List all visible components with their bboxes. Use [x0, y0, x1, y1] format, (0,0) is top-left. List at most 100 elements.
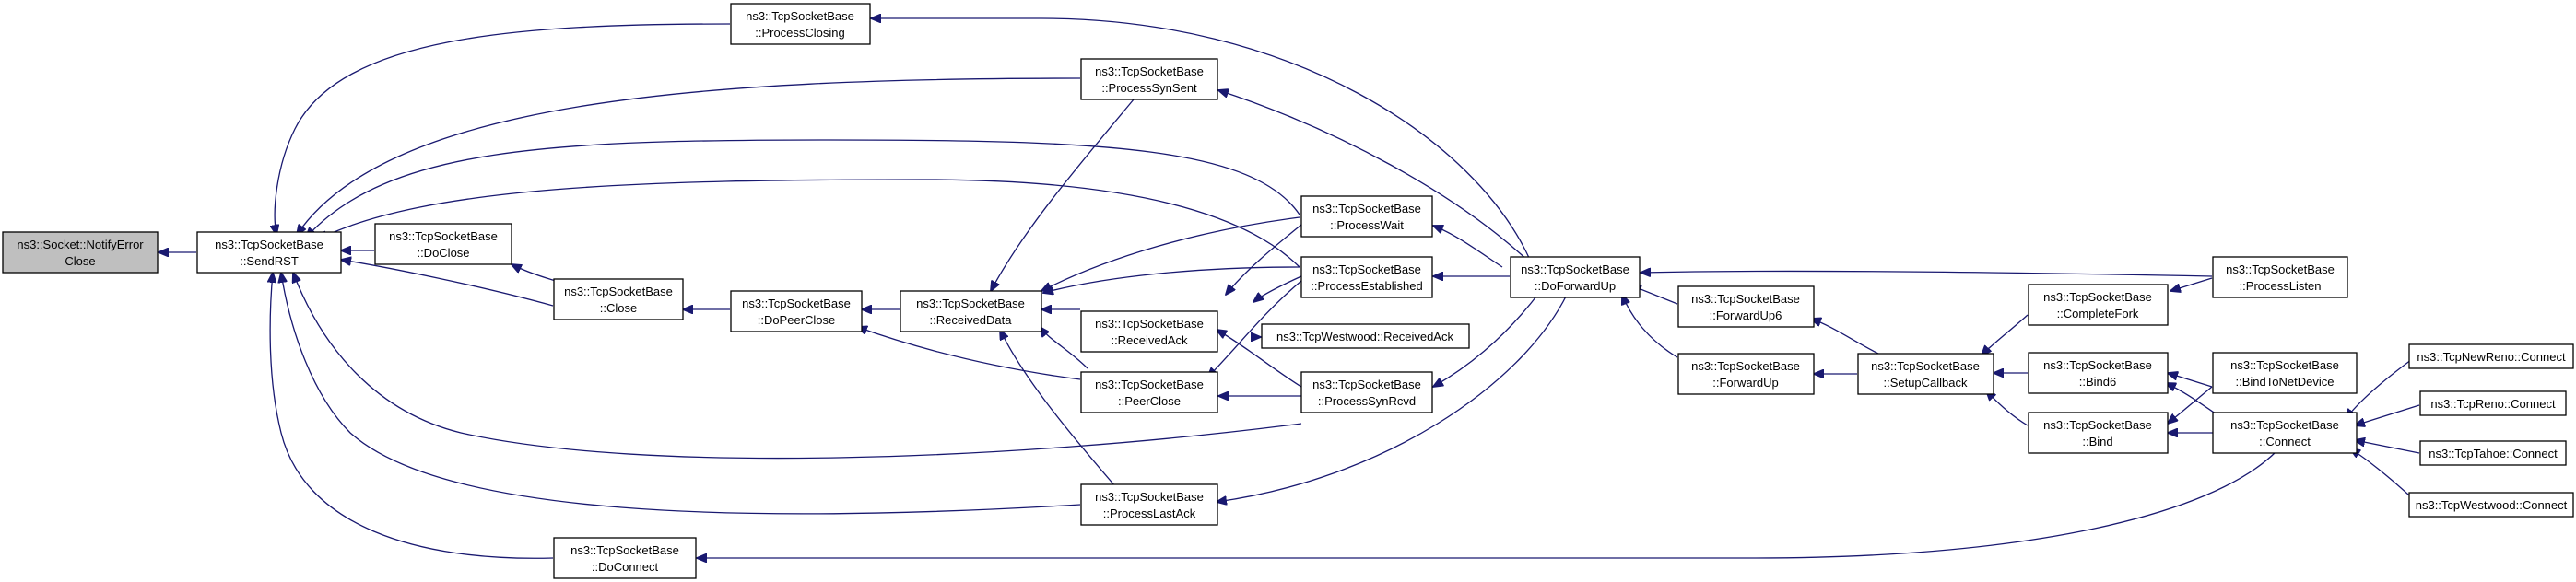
edge-connect-doconnect [697, 450, 2277, 558]
node-fwd6[interactable]: ns3::TcpSocketBase ::ForwardUp6 [1677, 285, 1815, 328]
svg-text:ns3::TcpSocketBase: ns3::TcpSocketBase [2230, 418, 2339, 432]
svg-text:ns3::TcpSocketBase: ns3::TcpSocketBase [1312, 262, 1421, 276]
node-notify[interactable]: ns3::Socket::NotifyError Close [2, 231, 159, 274]
node-reno[interactable]: ns3::TcpReno::Connect [2419, 390, 2567, 416]
svg-text:::SetupCallback: ::SetupCallback [1883, 376, 1968, 390]
edge-psynsent-sendrst [297, 77, 1081, 235]
node-psynrcvd[interactable]: ns3::TcpSocketBase ::ProcessSynRcvd [1300, 371, 1433, 413]
node-pest[interactable]: ns3::TcpSocketBase ::ProcessEstablished [1300, 256, 1433, 298]
node-westconn[interactable]: ns3::TcpWestwood::Connect [2408, 492, 2574, 518]
edge-psynsent-recvdata [991, 99, 1135, 291]
svg-text:::BindToNetDevice: ::BindToNetDevice [2236, 375, 2335, 389]
svg-text:ns3::TcpSocketBase: ns3::TcpSocketBase [1521, 262, 1629, 276]
edge-psynrcvd-recvack [1217, 330, 1302, 388]
node-doclose[interactable]: ns3::TcpSocketBase ::DoClose [374, 223, 512, 265]
svg-text:::DoClose: ::DoClose [417, 246, 469, 260]
svg-text:::ReceivedData: ::ReceivedData [930, 313, 1013, 327]
svg-text:::Close: ::Close [600, 301, 637, 315]
node-psynsent[interactable]: ns3::TcpSocketBase ::ProcessSynSent [1080, 58, 1218, 100]
node-recvack[interactable]: ns3::TcpSocketBase ::ReceivedAck [1080, 310, 1218, 353]
edge-bindnd-bind6 [2168, 373, 2213, 388]
edge-pclosing-sendrst [275, 23, 731, 235]
node-dofwd[interactable]: ns3::TcpSocketBase ::DoForwardUp [1510, 256, 1641, 298]
edge-tahoe-connect [2355, 440, 2420, 454]
svg-text:ns3::TcpWestwood::ReceivedAck: ns3::TcpWestwood::ReceivedAck [1276, 330, 1453, 343]
edge-bindnd-bind [2168, 386, 2213, 424]
node-plisten[interactable]: ns3::TcpSocketBase ::ProcessListen [2212, 256, 2348, 298]
svg-text:ns3::TcpSocketBase: ns3::TcpSocketBase [916, 297, 1025, 310]
svg-text:::ProcessLastAck: ::ProcessLastAck [1103, 506, 1196, 520]
svg-text:::CompleteFork: ::CompleteFork [2057, 307, 2139, 320]
svg-text:::ProcessWait: ::ProcessWait [1330, 218, 1404, 232]
svg-text:ns3::TcpReno::Connect: ns3::TcpReno::Connect [2430, 397, 2556, 411]
node-tahoe[interactable]: ns3::TcpTahoe::Connect [2419, 440, 2567, 466]
edge-pest-recvdata [1043, 266, 1300, 293]
svg-text:::ProcessSynRcvd: ::ProcessSynRcvd [1318, 394, 1416, 408]
edge-pwait-recvdata [1041, 216, 1300, 291]
svg-text:ns3::TcpSocketBase: ns3::TcpSocketBase [215, 238, 323, 251]
node-bindnd[interactable]: ns3::TcpSocketBase ::BindToNetDevice [2212, 352, 2358, 394]
svg-text:ns3::TcpSocketBase: ns3::TcpSocketBase [2043, 358, 2152, 372]
node-pclosing[interactable]: ns3::TcpSocketBase ::ProcessClosing [730, 3, 871, 45]
svg-text:::ForwardUp6: ::ForwardUp6 [1710, 308, 1782, 322]
edge-dofwd-pwait [1433, 226, 1503, 268]
node-bind6[interactable]: ns3::TcpSocketBase ::Bind6 [2028, 352, 2169, 394]
svg-text:::DoForwardUp: ::DoForwardUp [1535, 279, 1616, 293]
svg-text:ns3::TcpSocketBase: ns3::TcpSocketBase [1871, 359, 1980, 373]
svg-text:::ReceivedAck: ::ReceivedAck [1111, 333, 1188, 347]
node-dopeer[interactable]: ns3::TcpSocketBase ::DoPeerClose [730, 290, 863, 332]
edge-pest-sendrst [318, 179, 1300, 268]
edge-fwd-dofwd [1622, 295, 1678, 358]
edge-pwait-sendrst [306, 139, 1300, 238]
node-sendrst[interactable]: ns3::TcpSocketBase ::SendRST [196, 231, 342, 274]
node-close[interactable]: ns3::TcpSocketBase ::Close [553, 278, 684, 320]
svg-text:::Connect: ::Connect [2259, 435, 2311, 448]
svg-text:::ProcessClosing: ::ProcessClosing [755, 26, 845, 40]
svg-text:ns3::TcpSocketBase: ns3::TcpSocketBase [1312, 378, 1421, 391]
svg-text:ns3::TcpSocketBase: ns3::TcpSocketBase [1312, 202, 1421, 215]
node-connect[interactable]: ns3::TcpSocketBase ::Connect [2212, 412, 2358, 454]
node-pwait[interactable]: ns3::TcpSocketBase ::ProcessWait [1300, 195, 1433, 238]
svg-text:::Bind6: ::Bind6 [2079, 375, 2116, 389]
node-bind[interactable]: ns3::TcpSocketBase ::Bind [2028, 412, 2169, 454]
edge-pwait-recvack [1226, 224, 1302, 295]
node-doconnect[interactable]: ns3::TcpSocketBase ::DoConnect [553, 537, 697, 579]
node-recvdata[interactable]: ns3::TcpSocketBase ::ReceivedData [900, 290, 1042, 332]
edge-reno-connect [2355, 404, 2420, 425]
node-layer: ns3::Socket::NotifyError Close ns3::TcpS… [2, 3, 2574, 579]
node-setcb[interactable]: ns3::TcpSocketBase ::SetupCallback [1857, 353, 1994, 395]
edge-dofwd-psynsent [1218, 90, 1531, 263]
svg-text:ns3::TcpNewReno::Connect: ns3::TcpNewReno::Connect [2417, 350, 2566, 364]
svg-text:ns3::TcpSocketBase: ns3::TcpSocketBase [2043, 418, 2152, 432]
node-compfork[interactable]: ns3::TcpSocketBase ::CompleteFork [2028, 284, 2169, 326]
svg-text:ns3::TcpSocketBase: ns3::TcpSocketBase [1095, 378, 1204, 391]
svg-text:::ProcessEstablished: ::ProcessEstablished [1311, 279, 1422, 293]
edge-plisten-compfork [2170, 277, 2213, 291]
edge-plisten-dofwd [1641, 271, 2213, 276]
svg-text:ns3::TcpWestwood::Connect: ns3::TcpWestwood::Connect [2416, 498, 2568, 512]
svg-text:ns3::TcpSocketBase: ns3::TcpSocketBase [570, 543, 679, 557]
node-peerclose[interactable]: ns3::TcpSocketBase ::PeerClose [1080, 371, 1218, 413]
edge-setcb-fwd6 [1811, 319, 1881, 355]
node-fwd[interactable]: ns3::TcpSocketBase ::ForwardUp [1677, 353, 1815, 395]
svg-text:ns3::TcpSocketBase: ns3::TcpSocketBase [389, 229, 498, 243]
edge-psynrcvd-sendrst [293, 273, 1302, 460]
svg-text:ns3::TcpSocketBase: ns3::TcpSocketBase [564, 285, 673, 298]
node-westrack[interactable]: ns3::TcpWestwood::ReceivedAck [1261, 323, 1470, 349]
svg-text:::ProcessSynSent: ::ProcessSynSent [1101, 81, 1197, 95]
edge-dofwd-psynrcvd [1433, 292, 1540, 387]
svg-text:ns3::TcpSocketBase: ns3::TcpSocketBase [1095, 490, 1204, 504]
svg-text:ns3::TcpSocketBase: ns3::TcpSocketBase [1095, 64, 1204, 78]
node-plastack[interactable]: ns3::TcpSocketBase ::ProcessLastAck [1080, 483, 1218, 526]
svg-text:::ProcessListen: ::ProcessListen [2240, 279, 2322, 293]
edge-plastack-sendrst [281, 273, 1081, 515]
edge-dofwd-pclosing [871, 18, 1531, 261]
svg-text:::Bind: ::Bind [2082, 435, 2112, 448]
svg-text:ns3::TcpSocketBase: ns3::TcpSocketBase [2230, 358, 2339, 372]
edge-close-sendrst [341, 260, 554, 307]
edge-peerclose-dopeer [857, 327, 1081, 380]
svg-text:ns3::TcpSocketBase: ns3::TcpSocketBase [2043, 290, 2152, 304]
svg-text:::DoConnect: ::DoConnect [592, 560, 659, 574]
node-newreno[interactable]: ns3::TcpNewReno::Connect [2408, 343, 2574, 369]
